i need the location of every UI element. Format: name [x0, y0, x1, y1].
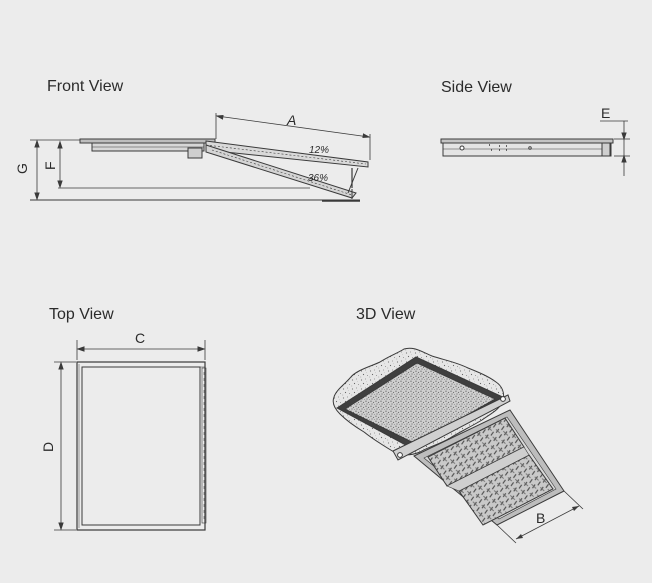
side-view-drawing	[440, 120, 630, 176]
top-view-drawing	[54, 340, 207, 531]
dimension-label-d: D	[40, 442, 56, 452]
side-frame-body	[442, 142, 612, 157]
front-view-title: Front View	[47, 78, 124, 95]
top-view-title: Top View	[49, 306, 114, 323]
side-frame-top	[440, 138, 614, 144]
top-outer-frame	[76, 361, 206, 531]
hinge-bar	[392, 394, 511, 461]
platform-frame	[79, 138, 216, 144]
motor-box	[187, 147, 203, 159]
slope-label-12: 12%	[309, 145, 329, 156]
3d-platform-surface	[344, 362, 496, 445]
side-view-title: Side View	[441, 79, 512, 96]
front-view-drawing	[30, 113, 371, 202]
3d-view-drawing	[332, 347, 584, 544]
dimension-label-a: A	[286, 112, 296, 128]
top-inner-frame	[81, 366, 201, 526]
dimension-label-b: B	[536, 510, 545, 526]
dimension-label-e: E	[601, 105, 610, 121]
dimension-line-a	[216, 115, 370, 138]
dimension-label-f: F	[42, 161, 58, 170]
dimension-line-b	[515, 505, 580, 540]
3d-view-title: 3D View	[356, 306, 416, 323]
slope-label-36: 36%	[308, 173, 328, 184]
dimension-label-c: C	[135, 330, 145, 346]
dimension-label-g: G	[14, 163, 30, 174]
